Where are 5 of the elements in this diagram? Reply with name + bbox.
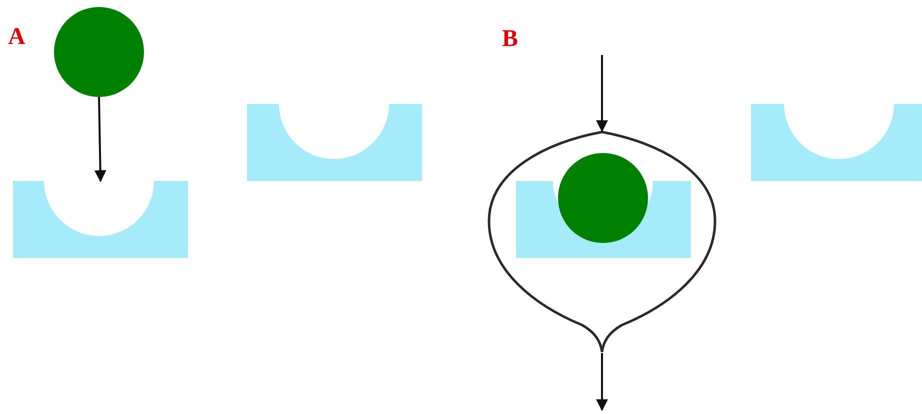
arrow	[94, 96, 106, 182]
arrow	[596, 55, 608, 132]
arrow	[596, 353, 608, 412]
panel-label: B	[502, 27, 518, 51]
panel-label: A	[8, 25, 26, 49]
